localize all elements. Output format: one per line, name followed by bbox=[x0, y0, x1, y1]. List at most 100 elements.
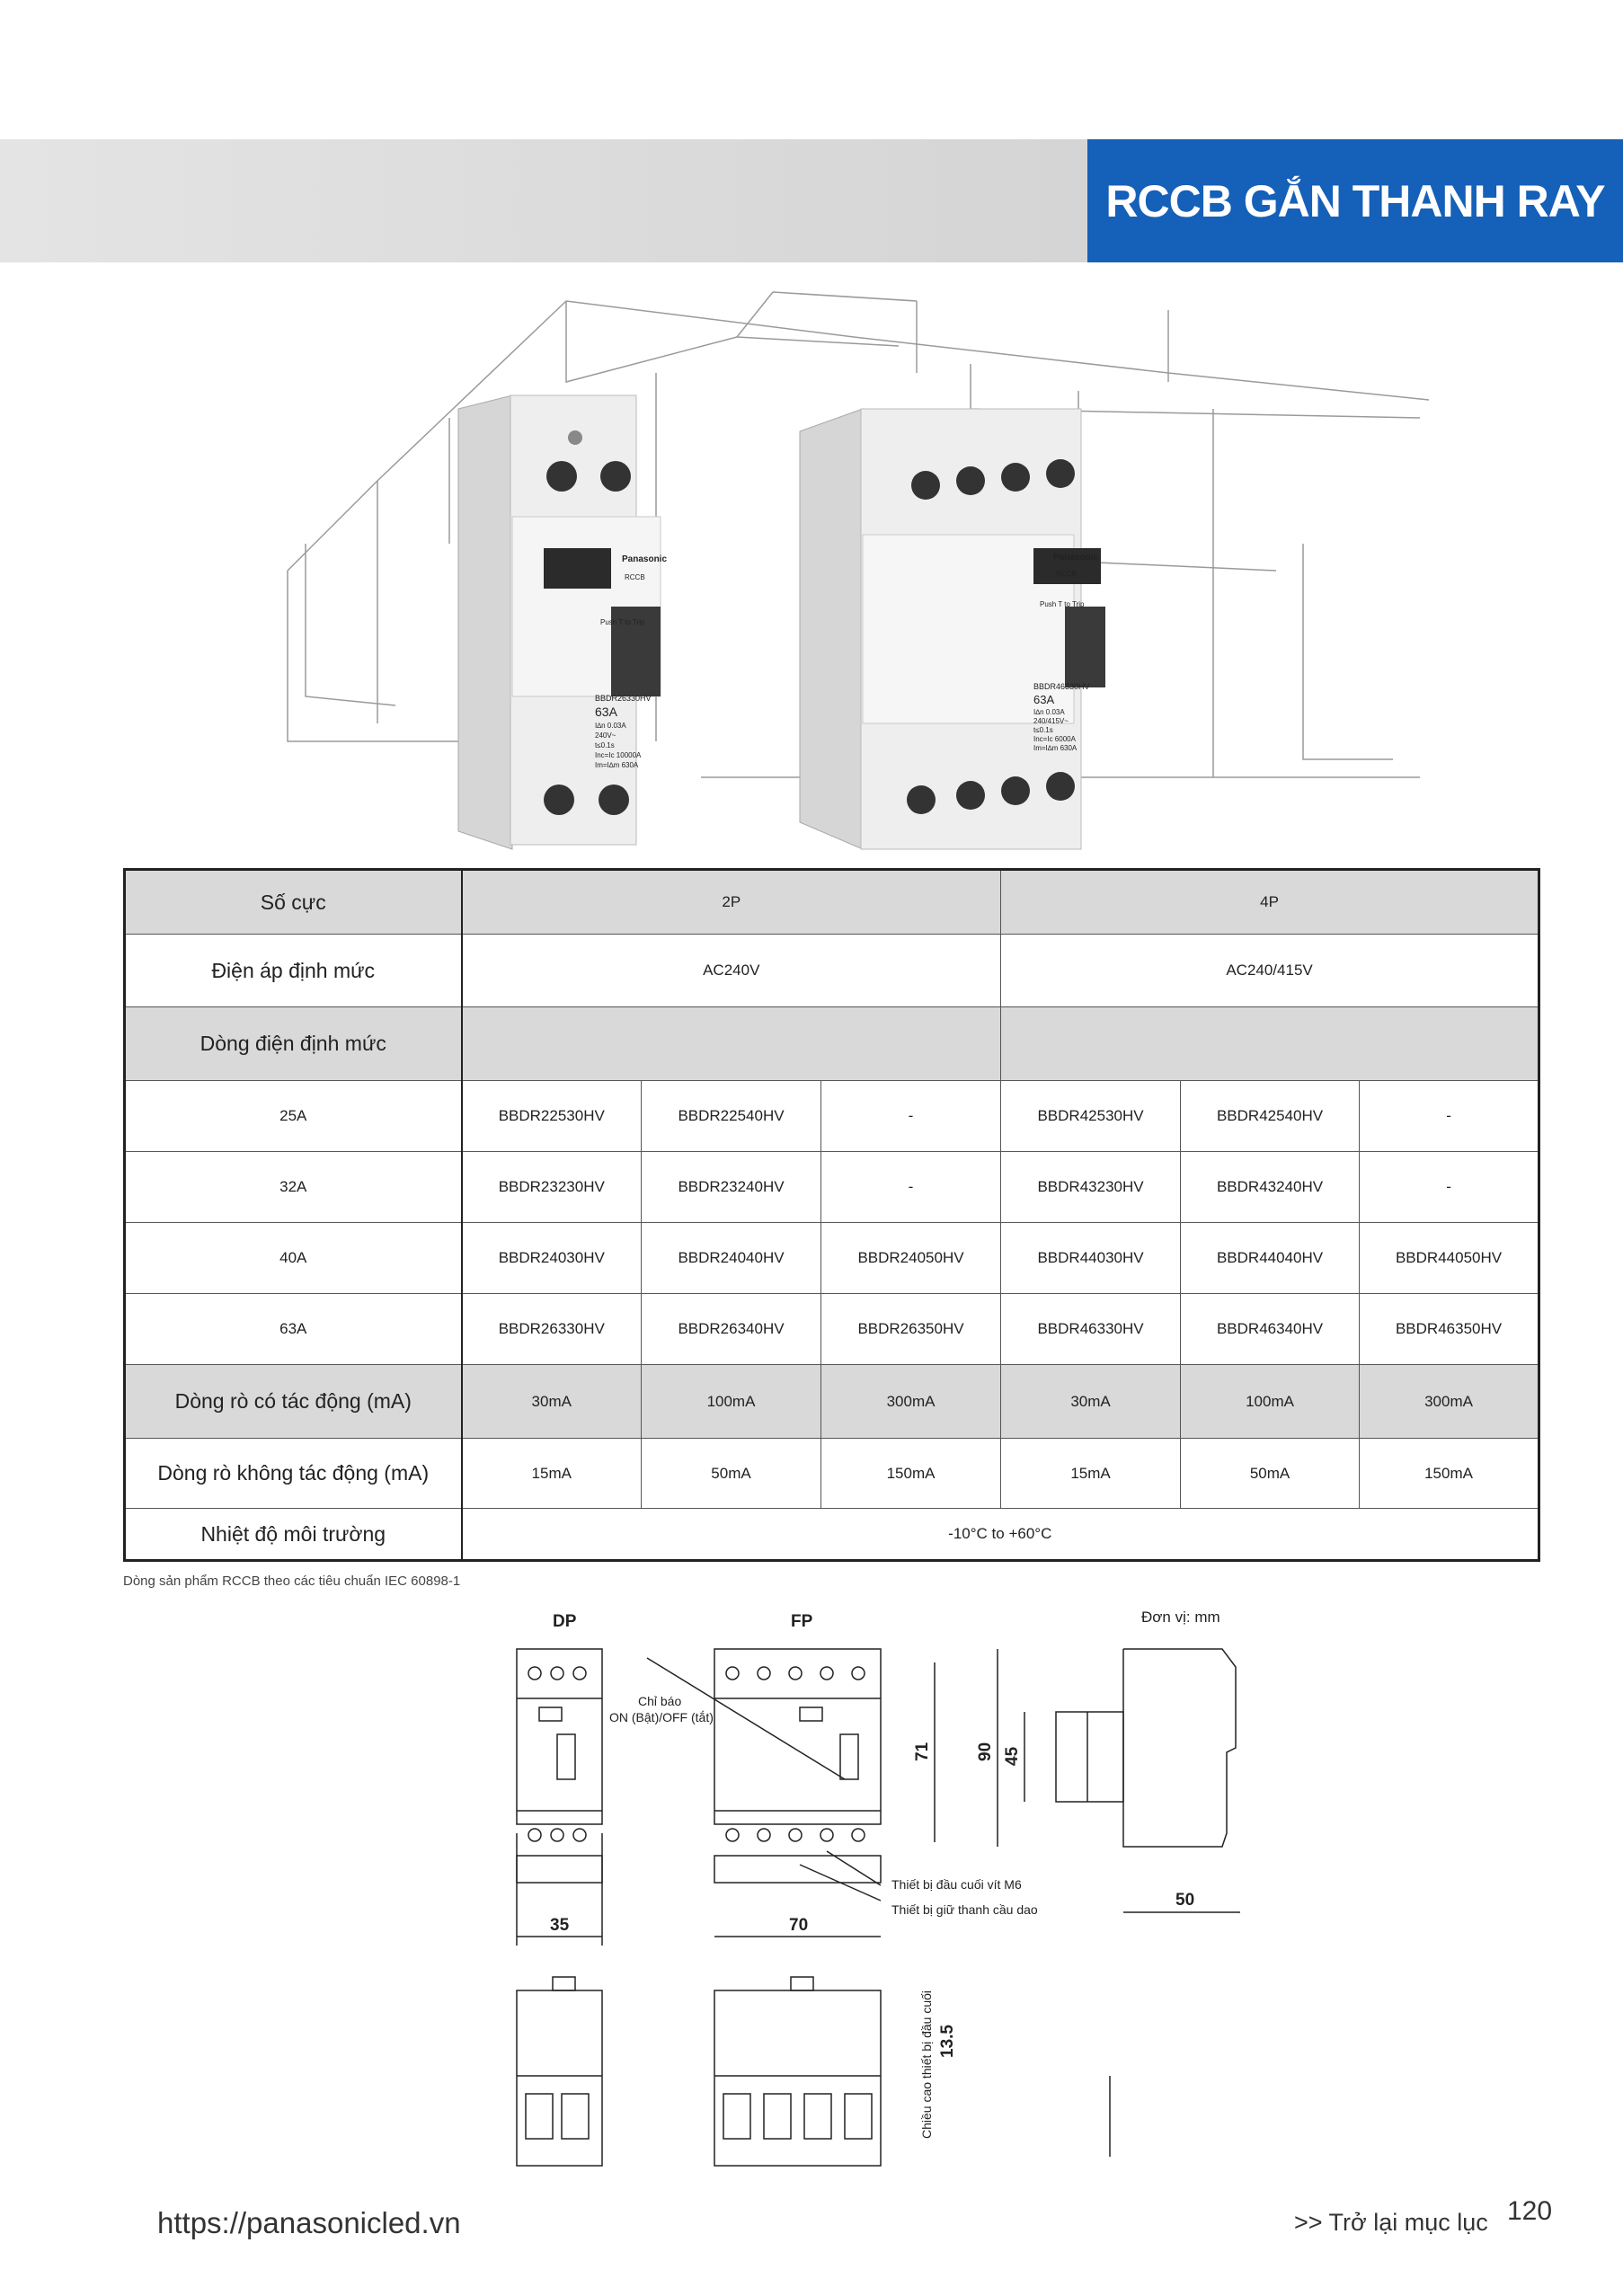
row-label: 25A bbox=[124, 1080, 463, 1152]
brand-label-left: Panasonic bbox=[622, 554, 667, 564]
value-cell: 300mA bbox=[1359, 1364, 1540, 1439]
spec-line-left: t≤0.1s bbox=[595, 741, 615, 749]
model-cell: - bbox=[820, 1080, 1002, 1152]
push-label-right: Push T to Trip bbox=[1040, 600, 1085, 608]
model-cell: BBDR44040HV bbox=[1180, 1222, 1361, 1294]
dim-70: 70 bbox=[789, 1916, 808, 1935]
spec-line-left: 240V~ bbox=[595, 731, 616, 740]
model-cell: - bbox=[1359, 1151, 1540, 1223]
value-cell: 30mA bbox=[461, 1364, 642, 1439]
row-label: Dòng điện định mức bbox=[124, 1006, 463, 1081]
row-label: Dòng rò không tác động (mA) bbox=[124, 1438, 463, 1509]
row-label: 32A bbox=[124, 1151, 463, 1223]
spec-line-right: 240/415V~ bbox=[1033, 717, 1069, 725]
rating-label-right: 63A bbox=[1033, 693, 1054, 706]
value-cell: 100mA bbox=[641, 1364, 821, 1439]
spec-line-left: Inc=Ic 10000A bbox=[595, 751, 642, 759]
spec-line-left: Im=I∆m 630A bbox=[595, 761, 639, 769]
row-label: Số cực bbox=[124, 869, 463, 935]
label-fp: FP bbox=[791, 1612, 813, 1631]
model-cell: - bbox=[820, 1151, 1002, 1223]
value-cell: 150mA bbox=[820, 1438, 1002, 1509]
spec-line-right: t≤0.1s bbox=[1033, 726, 1053, 734]
spec-line-right: Im=I∆m 630A bbox=[1033, 744, 1078, 752]
dim-50: 50 bbox=[1175, 1891, 1194, 1910]
row-label: 63A bbox=[124, 1293, 463, 1365]
spec-table: Số cực 2P 4P Điện áp định mức AC240V AC2… bbox=[123, 868, 1541, 1562]
row-label: 40A bbox=[124, 1222, 463, 1294]
rccb-4p: Panasonic RCCB Push T to Trip BBDR46330H… bbox=[799, 408, 1105, 850]
value-cell: 50mA bbox=[641, 1438, 821, 1509]
value-cell: 50mA bbox=[1180, 1438, 1361, 1509]
back-to-contents-link[interactable]: >> Trở lại mục lục bbox=[1294, 2209, 1488, 2236]
indicator-label: Chỉ báo bbox=[638, 1694, 681, 1708]
model-cell: BBDR23240HV bbox=[641, 1151, 821, 1223]
cell-voltage-2p: AC240V bbox=[460, 934, 1002, 1007]
model-cell: BBDR26330HV bbox=[461, 1293, 642, 1365]
row-current-header: Dòng điện định mức bbox=[124, 1006, 1540, 1081]
cell-empty bbox=[1000, 1006, 1540, 1081]
value-cell: 300mA bbox=[820, 1364, 1002, 1439]
row-voltage: Điện áp định mức AC240V AC240/415V bbox=[124, 934, 1540, 1007]
type-label-right: RCCB bbox=[1056, 570, 1077, 578]
row-trip-current: Dòng rò có tác động (mA) 30mA 100mA 300m… bbox=[124, 1364, 1540, 1439]
value-cell: 15mA bbox=[461, 1438, 642, 1509]
model-label-right: BBDR46330HV bbox=[1033, 682, 1090, 691]
page-title: RCCB GẮN THANH RAY bbox=[1087, 139, 1623, 262]
dimension-drawings: DP FP Đơn vị: mm Chỉ báo ON (Bật)/OFF (t… bbox=[516, 1609, 1240, 2167]
model-label-left: BBDR26330HV bbox=[595, 694, 652, 703]
dim-35: 35 bbox=[550, 1916, 570, 1935]
value-cell: 150mA bbox=[1359, 1438, 1540, 1509]
dim-90: 90 bbox=[976, 1742, 995, 1761]
terminal-note: Thiết bị đầu cuối vít M6 bbox=[891, 1877, 1022, 1892]
website-link[interactable]: https://panasonicled.vn bbox=[157, 2206, 461, 2239]
model-cell: BBDR26340HV bbox=[641, 1293, 821, 1365]
cell-2p: 2P bbox=[460, 869, 1002, 935]
type-label-left: RCCB bbox=[625, 573, 645, 581]
value-cell: 15mA bbox=[1000, 1438, 1182, 1509]
model-cell: BBDR26350HV bbox=[820, 1293, 1002, 1365]
spec-line-left: I∆n 0.03A bbox=[595, 722, 626, 730]
cell-empty bbox=[460, 1006, 1002, 1081]
value-cell: 30mA bbox=[1000, 1364, 1182, 1439]
page-number: 120 bbox=[1507, 2196, 1553, 2226]
model-cell: BBDR23230HV bbox=[461, 1151, 642, 1223]
model-cell: BBDR44030HV bbox=[1000, 1222, 1182, 1294]
cell-voltage-4p: AC240/415V bbox=[1000, 934, 1540, 1007]
table-row: 32A BBDR23230HV BBDR23240HV - BBDR43230H… bbox=[124, 1151, 1540, 1223]
model-cell: BBDR24050HV bbox=[820, 1222, 1002, 1294]
label-dp: DP bbox=[553, 1612, 577, 1631]
row-label: Dòng rò có tác động (mA) bbox=[124, 1364, 463, 1439]
unit-label: Đơn vị: mm bbox=[1141, 1609, 1220, 1626]
model-cell: BBDR44050HV bbox=[1359, 1222, 1540, 1294]
model-cell: BBDR42540HV bbox=[1180, 1080, 1361, 1152]
model-cell: BBDR46350HV bbox=[1359, 1293, 1540, 1365]
model-cell: BBDR46330HV bbox=[1000, 1293, 1182, 1365]
spec-line-right: I∆n 0.03A bbox=[1033, 708, 1065, 716]
push-label-left: Push T to Trip bbox=[600, 618, 645, 626]
row-temperature: Nhiệt độ môi trường -10°C to +60°C bbox=[124, 1508, 1540, 1561]
row-label: Điện áp định mức bbox=[124, 934, 463, 1007]
dim-71: 71 bbox=[913, 1742, 932, 1761]
model-cell: BBDR24030HV bbox=[461, 1222, 642, 1294]
standard-footnote: Dòng sản phẩm RCCB theo các tiêu chuẩn I… bbox=[123, 1574, 461, 1589]
table-row: 63A BBDR26330HV BBDR26340HV BBDR26350HV … bbox=[124, 1293, 1540, 1365]
table-row: 25A BBDR22530HV BBDR22540HV - BBDR42530H… bbox=[124, 1080, 1540, 1152]
rating-label-left: 63A bbox=[595, 705, 618, 719]
model-cell: BBDR43240HV bbox=[1180, 1151, 1361, 1223]
model-cell: BBDR43230HV bbox=[1000, 1151, 1182, 1223]
model-cell: BBDR22530HV bbox=[461, 1080, 642, 1152]
product-illustration: Panasonic RCCB Push T to Trip BBDR26330H… bbox=[287, 291, 1430, 850]
model-cell: - bbox=[1359, 1080, 1540, 1152]
row-poles: Số cực 2P 4P bbox=[124, 869, 1540, 935]
row-non-trip-current: Dòng rò không tác động (mA) 15mA 50mA 15… bbox=[124, 1438, 1540, 1509]
spec-line-right: Inc=Ic 6000A bbox=[1033, 735, 1077, 743]
value-cell: 100mA bbox=[1180, 1364, 1361, 1439]
dim-45: 45 bbox=[1003, 1746, 1022, 1766]
model-cell: BBDR46340HV bbox=[1180, 1293, 1361, 1365]
model-cell: BBDR24040HV bbox=[641, 1222, 821, 1294]
indicator-label: ON (Bật)/OFF (tắt) bbox=[609, 1710, 714, 1724]
row-label: Nhiệt độ môi trường bbox=[124, 1508, 463, 1561]
brand-label-right: Panasonic bbox=[1053, 553, 1098, 563]
model-cell: BBDR22540HV bbox=[641, 1080, 821, 1152]
